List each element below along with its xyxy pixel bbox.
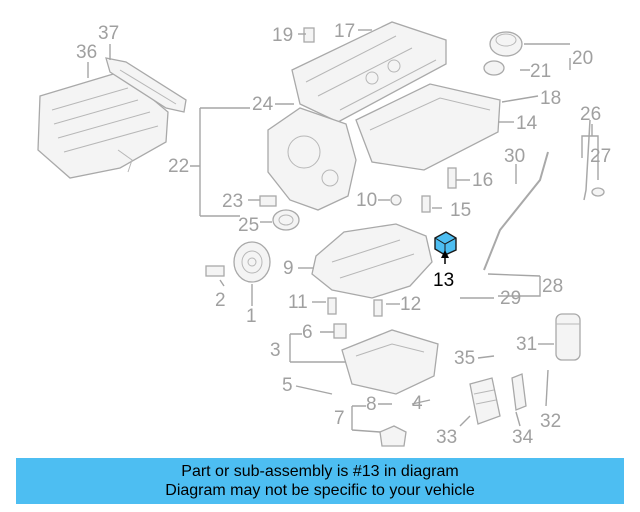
crank-seal-drawing [272, 209, 300, 231]
parts-diagram: 1 2 3 4 5 6 7 8 9 10 11 12 13 14 15 16 1… [37, 21, 611, 448]
callout-27: 27 [590, 146, 611, 167]
callout-23: 23 [222, 191, 243, 212]
callout-7: 7 [334, 408, 345, 429]
callout-28: 28 [542, 276, 563, 297]
callout-16: 16 [472, 170, 493, 191]
dipstick-drawing [583, 119, 605, 201]
callout-2: 2 [215, 290, 226, 311]
valve-cover-drawing [291, 21, 447, 123]
callout-17: 17 [334, 21, 355, 42]
timing-cover-drawing [267, 107, 357, 211]
callout-4: 4 [412, 393, 423, 414]
callout-19: 19 [272, 25, 293, 46]
oil-pan-upper-drawing [355, 83, 501, 171]
callout-3: 3 [270, 340, 281, 361]
callout-22: 22 [168, 156, 189, 177]
oil-pump-drawing [341, 329, 439, 395]
crank-pulley-drawing [233, 241, 271, 283]
callout-11: 11 [288, 292, 308, 313]
callout-36: 36 [76, 42, 97, 63]
part-13-drawing[interactable] [434, 231, 457, 256]
callout-10: 10 [356, 190, 377, 211]
callout-13[interactable]: 13 [433, 270, 454, 291]
caption-line-1: Part or sub-assembly is #13 in diagram [181, 463, 459, 480]
heat-shield-drawing [511, 373, 527, 411]
leader-lines [87, 29, 599, 433]
oil-pan-bolts-drawing [205, 27, 457, 339]
callout-14: 14 [516, 113, 538, 134]
callout-18: 18 [540, 88, 561, 109]
callout-34: 34 [512, 427, 534, 448]
callout-12: 12 [400, 294, 421, 315]
callout-37: 37 [98, 23, 119, 44]
oil-filter-drawing [555, 313, 581, 361]
callout-29: 29 [500, 288, 521, 309]
callout-9: 9 [283, 258, 294, 279]
manifold-gasket-drawing [105, 57, 187, 113]
callout-26: 26 [580, 104, 601, 125]
callout-15: 15 [450, 200, 471, 221]
lower-cover-drawing [311, 223, 433, 299]
callout-20: 20 [572, 48, 593, 69]
callout-21: 21 [530, 61, 551, 82]
callout-33: 33 [436, 427, 457, 448]
callout-24: 24 [252, 94, 274, 115]
callout-5: 5 [282, 375, 293, 396]
callout-35: 35 [454, 348, 475, 369]
mount-bracket-drawing [379, 425, 407, 447]
dipstick-tube-drawing [483, 151, 549, 271]
caption-line-2: Diagram may not be specific to your vehi… [165, 482, 475, 499]
caption-banner: Part or sub-assembly is #13 in diagram D… [16, 458, 624, 504]
callout-25: 25 [238, 215, 259, 236]
callout-31: 31 [516, 334, 537, 355]
oil-cooler-drawing [469, 377, 501, 425]
callout-1: 1 [246, 306, 257, 327]
callout-30: 30 [504, 146, 525, 167]
callout-32: 32 [540, 411, 561, 432]
callout-6: 6 [302, 322, 313, 343]
oil-cap-drawing [483, 31, 523, 76]
callout-8: 8 [366, 394, 377, 415]
